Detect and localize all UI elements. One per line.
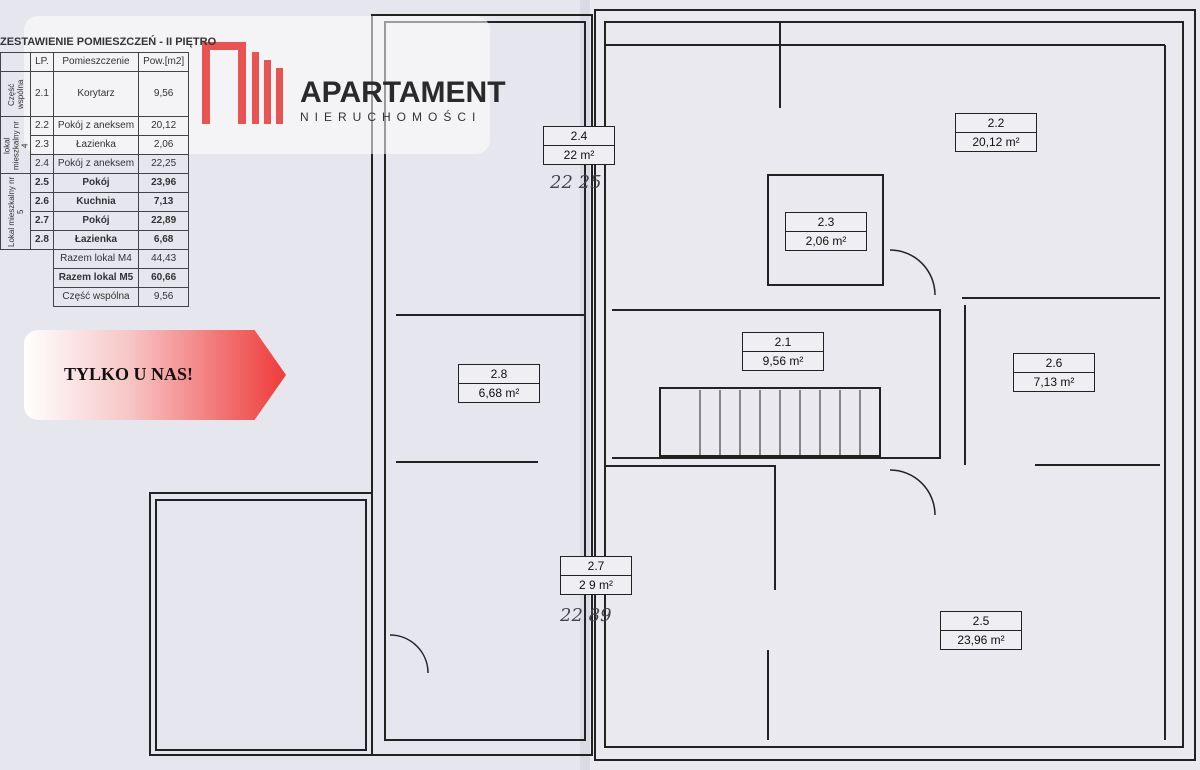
header-area: Pow.[m2] bbox=[138, 52, 190, 72]
cell: 2.4 bbox=[30, 154, 54, 174]
header-lp: LP. bbox=[30, 52, 54, 72]
handwritten-note: 22 25 bbox=[550, 172, 602, 193]
cell: Razem lokal M5 bbox=[52, 268, 140, 288]
group-label: Lokal mieszkalny nr 5 bbox=[0, 173, 31, 250]
promo-badge-text: TYLKO U NAS! bbox=[64, 364, 194, 384]
cell: Część wspólna bbox=[52, 287, 140, 307]
cell: 23,96 bbox=[138, 173, 190, 193]
group-label: Część wspólna bbox=[0, 71, 31, 117]
cell: Korytarz bbox=[52, 71, 140, 117]
cell: 2,06 bbox=[138, 135, 190, 155]
logo-mark-icon bbox=[202, 42, 283, 124]
cell: Pokój bbox=[52, 173, 140, 193]
cell: Pokój z aneksem bbox=[52, 116, 140, 136]
logo-subtitle: NIERUCHOMOŚCI bbox=[300, 110, 482, 124]
cell: 2.5 bbox=[30, 173, 54, 193]
cell: 6,68 bbox=[138, 230, 190, 250]
cell: 22,89 bbox=[138, 211, 190, 231]
cell: Łazienka bbox=[52, 230, 140, 250]
cell: 2.7 bbox=[30, 211, 54, 231]
cell: 20,12 bbox=[138, 116, 190, 136]
cell: 2.8 bbox=[30, 230, 54, 250]
cell: 2.6 bbox=[30, 192, 54, 212]
cell: 22,25 bbox=[138, 154, 190, 174]
cell: Kuchnia bbox=[52, 192, 140, 212]
cell: 60,66 bbox=[138, 268, 190, 288]
header-room: Pomieszczenie bbox=[52, 52, 140, 72]
handwritten-note: 22 89 bbox=[560, 605, 612, 626]
group-label: lokal mieszkalny nr 4 bbox=[0, 116, 31, 174]
table-title: ZESTAWIENIE POMIESZCZEŃ - II PIĘTRO bbox=[0, 36, 217, 48]
cell: Razem lokal M4 bbox=[52, 249, 140, 269]
cell: 2.1 bbox=[30, 71, 54, 117]
logo-brand: APARTAMENT bbox=[300, 76, 506, 109]
cell: 2.3 bbox=[30, 135, 54, 155]
cell: Pokój bbox=[52, 211, 140, 231]
cell: 7,13 bbox=[138, 192, 190, 212]
promo-badge: TYLKO U NAS! bbox=[24, 330, 286, 420]
cell: Łazienka bbox=[52, 135, 140, 155]
cell: 2.2 bbox=[30, 116, 54, 136]
cell: 9,56 bbox=[138, 71, 190, 117]
cell: 44,43 bbox=[138, 249, 190, 269]
right-sheet bbox=[590, 0, 1200, 770]
cell: Pokój z aneksem bbox=[52, 154, 140, 174]
cell: 9,56 bbox=[138, 287, 190, 307]
